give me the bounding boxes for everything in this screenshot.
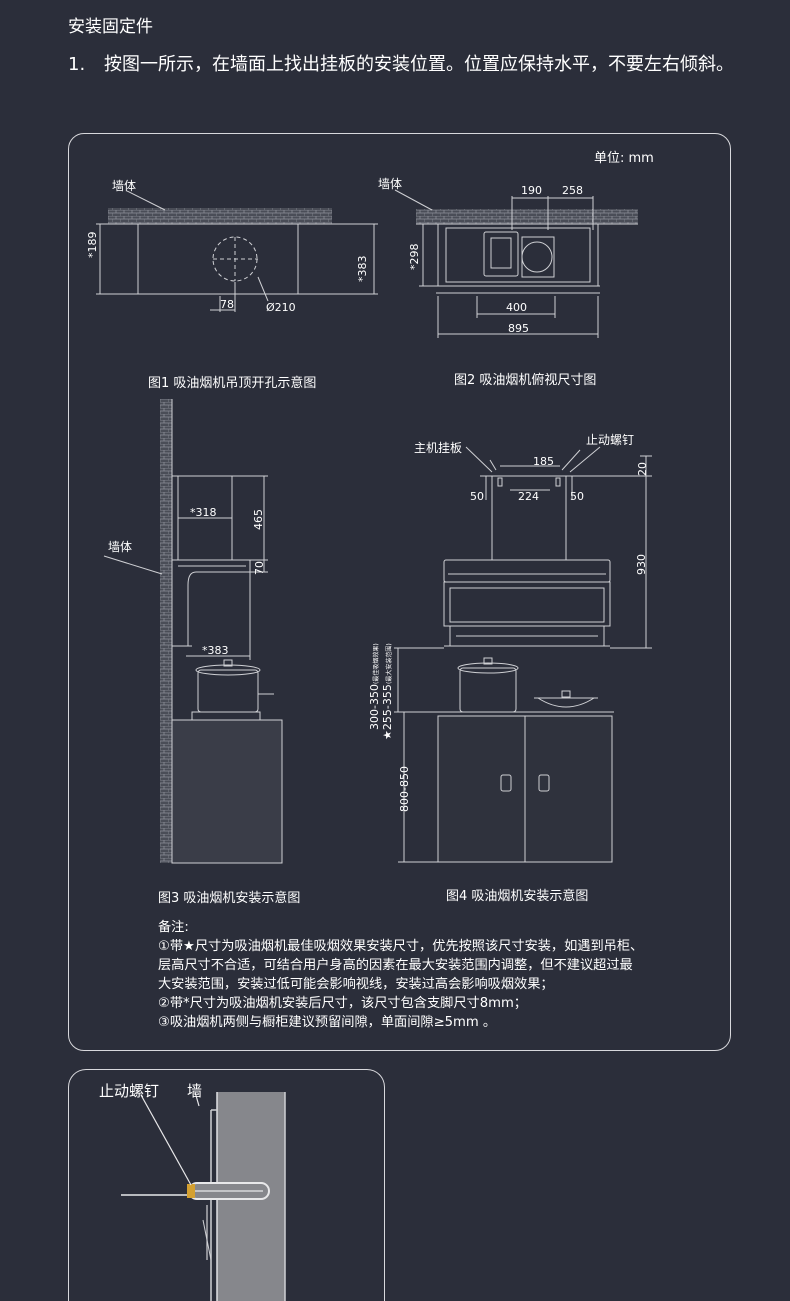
fig1-dim-189: *189	[86, 232, 99, 259]
fig2-dim-895: 895	[508, 322, 529, 335]
fig4-dim-255-355: ★255-355	[381, 684, 394, 740]
fig4-dim-255-355-note: (最大安装范围)	[385, 643, 393, 684]
fig4-bracket-label: 主机挂板	[414, 441, 462, 455]
fig4-dim-50-right: 50	[570, 490, 584, 503]
fig3-caption: 图3 吸油烟机安装示意图	[158, 890, 300, 906]
fig1-dim-383: *383	[356, 256, 369, 283]
diagram-panel	[68, 133, 731, 1051]
notes-line-1: ①带★尺寸为吸油烟机最佳吸烟效果安装尺寸，优先按照该尺寸安装，如遇到吊柜、	[158, 939, 644, 954]
notes-line-2: 层高尺寸不合适，可结合用户身高的因素在最大安装范围内调整，但不建议超过最	[158, 958, 633, 973]
fig4-caption: 图4 吸油烟机安装示意图	[446, 888, 588, 904]
notes-line-3: 大安装范围，安装过低可能会影响视线，安装过高会影响吸烟效果；	[158, 977, 554, 992]
fig2-dim-190: 190	[521, 184, 542, 197]
fig1-dim-78: 78	[220, 298, 234, 311]
fig3-wall-label: 墙体	[108, 540, 132, 554]
fig3-dim-70: 70	[253, 561, 266, 575]
step-number: 1.	[68, 54, 86, 75]
detail-screw-label: 止动螺钉	[99, 1082, 160, 1100]
fig4-dim-800-850: 800-850	[398, 766, 411, 812]
fig4-dim-300-350: 300-350	[368, 684, 381, 730]
fig2-wall-label: 墙体	[378, 177, 402, 191]
fig3-dim-465: 465	[252, 509, 265, 530]
section-title: 安装固定件	[68, 17, 153, 37]
screw-detail-drawing	[121, 1091, 286, 1301]
fig4-dim-224: 224	[518, 490, 539, 503]
notes-line-5: ③吸油烟机两侧与橱柜建议预留间隙，单面间隙≥5mm 。	[158, 1015, 497, 1030]
installation-diagrams: 单位: mm 墙体 *189 *383 78 Ø210 图1 吸油烟机吊顶开孔示…	[86, 151, 654, 906]
fig4-front-view	[394, 446, 652, 863]
fig2-caption: 图2 吸油烟机俯视尺寸图	[454, 372, 596, 388]
fig3-side-view	[103, 399, 283, 864]
fig3-dim-318: *318	[190, 506, 217, 519]
fig4-dim-20: 20	[636, 462, 649, 476]
fig1-wall-label: 墙体	[112, 179, 136, 193]
screw-detail-panel: 止动螺钉 墙	[68, 1069, 385, 1301]
fig4-dim-185: 185	[533, 455, 554, 468]
fig1-dim-210: Ø210	[266, 301, 296, 314]
fig4-screw-label: 止动螺钉	[586, 433, 634, 447]
fig2-top-view	[394, 189, 638, 338]
detail-wall-label: 墙	[187, 1082, 203, 1100]
step-text: 按图一所示，在墙面上找出挂板的安装位置。位置应保持水平，不要左右倾斜。	[104, 54, 734, 75]
fig4-dim-300-350-note: (最佳吸烟效果)	[372, 643, 380, 684]
notes: 备注: ①带★尺寸为吸油烟机最佳吸烟效果安装尺寸，优先按照该尺寸安装，如遇到吊柜…	[158, 918, 724, 1032]
fig4-dim-50-left: 50	[470, 490, 484, 503]
fig2-dim-298: *298	[408, 244, 421, 271]
fig3-dim-383: *383	[202, 644, 229, 657]
unit-label: 单位: mm	[594, 151, 654, 166]
fig2-dim-258: 258	[562, 184, 583, 197]
notes-title: 备注:	[158, 920, 189, 935]
fig4-dim-930: 930	[635, 554, 648, 575]
fig2-dim-400: 400	[506, 301, 527, 314]
notes-line-4: ②带*尺寸为吸油烟机安装后尺寸，该尺寸包含支脚尺寸8mm；	[158, 996, 527, 1011]
fig1-caption: 图1 吸油烟机吊顶开孔示意图	[148, 375, 316, 391]
fig1-ceiling-cutout	[96, 190, 378, 312]
